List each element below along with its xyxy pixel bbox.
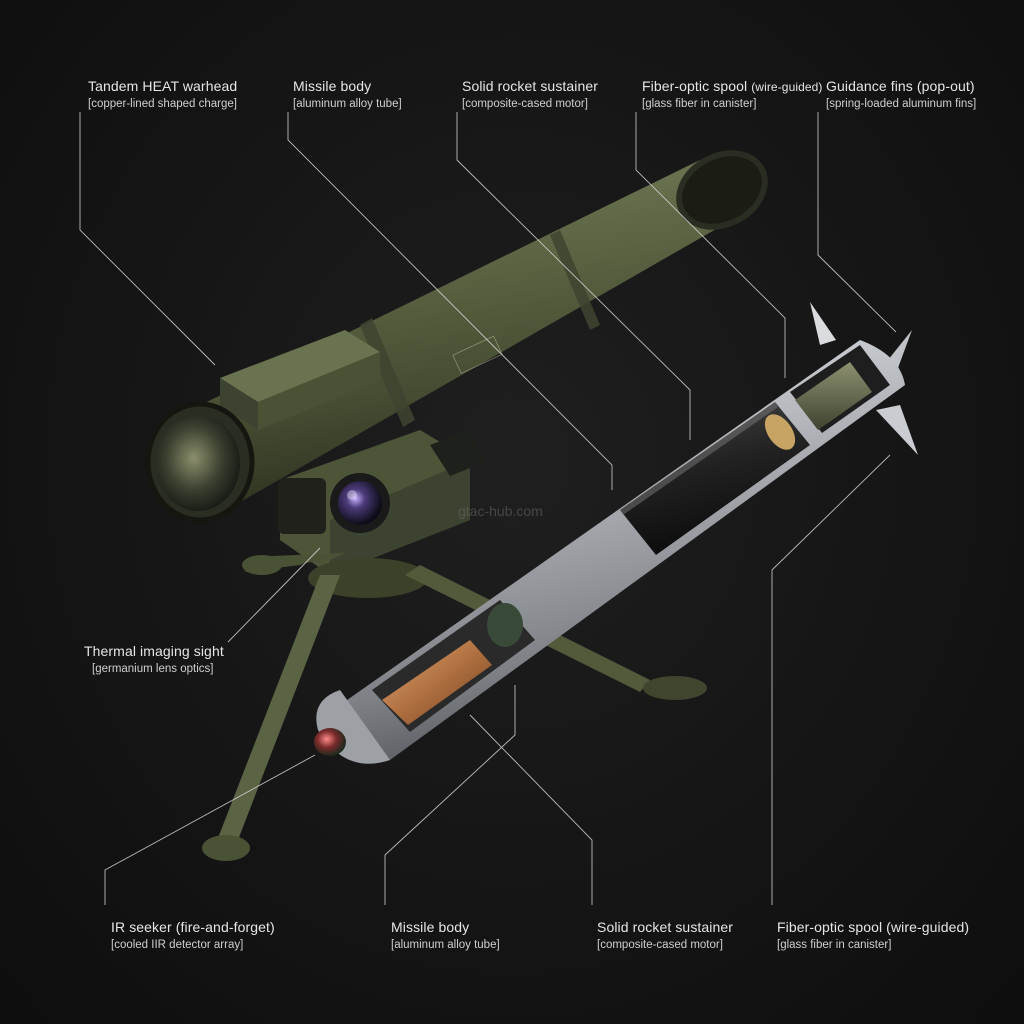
callout-subtitle: [cooled IIR detector array] bbox=[111, 938, 244, 951]
callout-title: Solid rocket sustainer bbox=[597, 919, 734, 935]
callout-ir-seeker: IR seeker (fire-and-forget) [cooled IIR … bbox=[111, 919, 275, 953]
callout-subtitle: [composite-cased motor] bbox=[597, 938, 723, 951]
callout-subtitle: [germanium lens optics] bbox=[92, 662, 214, 675]
callout-subtitle: [glass fiber in canister] bbox=[642, 97, 757, 110]
callout-title: Tandem HEAT warhead bbox=[88, 78, 238, 94]
callout-title-note: (wire-guided) bbox=[751, 80, 823, 94]
callout-missile-body-top: Missile body [aluminum alloy tube] bbox=[293, 78, 402, 112]
thermal-sight bbox=[278, 430, 485, 575]
callout-subtitle: [aluminum alloy tube] bbox=[293, 97, 402, 110]
leader-lines bbox=[79, 112, 897, 905]
callout-title: Solid rocket sustainer bbox=[462, 78, 599, 94]
watermark: gtac-hub.com bbox=[458, 503, 543, 519]
callout-title: Missile body bbox=[391, 919, 470, 935]
callout-spool-bottom: Fiber-optic spool (wire-guided) [glass f… bbox=[777, 919, 969, 953]
launcher-tube bbox=[145, 150, 768, 523]
callout-subtitle: [composite-cased motor] bbox=[462, 97, 588, 110]
callout-sustainer-bottom: Solid rocket sustainer [composite-cased … bbox=[597, 919, 733, 953]
callout-title: Thermal imaging sight bbox=[84, 643, 224, 659]
callout-warhead: Tandem HEAT warhead [copper-lined shaped… bbox=[88, 78, 237, 112]
missile-cutaway bbox=[314, 302, 918, 764]
callout-subtitle: [aluminum alloy tube] bbox=[391, 938, 500, 951]
callout-title: Guidance fins (pop-out) bbox=[826, 78, 975, 94]
callout-thermal-sight: Thermal imaging sight [germanium lens op… bbox=[84, 643, 224, 677]
callout-title: Fiber-optic spool (wire-guided) bbox=[777, 919, 970, 935]
callout-title: IR seeker (fire-and-forget) bbox=[111, 919, 275, 935]
callout-subtitle: [copper-lined shaped charge] bbox=[88, 97, 237, 110]
callout-missile-body-bottom: Missile body [aluminum alloy tube] bbox=[391, 919, 500, 953]
callout-title-main: Fiber-optic spool bbox=[642, 78, 748, 94]
callout-title: Missile body bbox=[293, 78, 372, 94]
callout-spool-top: Fiber-optic spool (wire-guided) [glass f… bbox=[642, 78, 823, 112]
callout-subtitle: [glass fiber in canister] bbox=[777, 938, 892, 951]
callout-title: Fiber-optic spool (wire-guided) bbox=[642, 78, 823, 95]
callout-subtitle: [spring-loaded aluminum fins] bbox=[826, 97, 977, 110]
callout-fins-top: Guidance fins (pop-out) [spring-loaded a… bbox=[826, 78, 976, 112]
callout-sustainer-top: Solid rocket sustainer [composite-cased … bbox=[462, 78, 598, 112]
